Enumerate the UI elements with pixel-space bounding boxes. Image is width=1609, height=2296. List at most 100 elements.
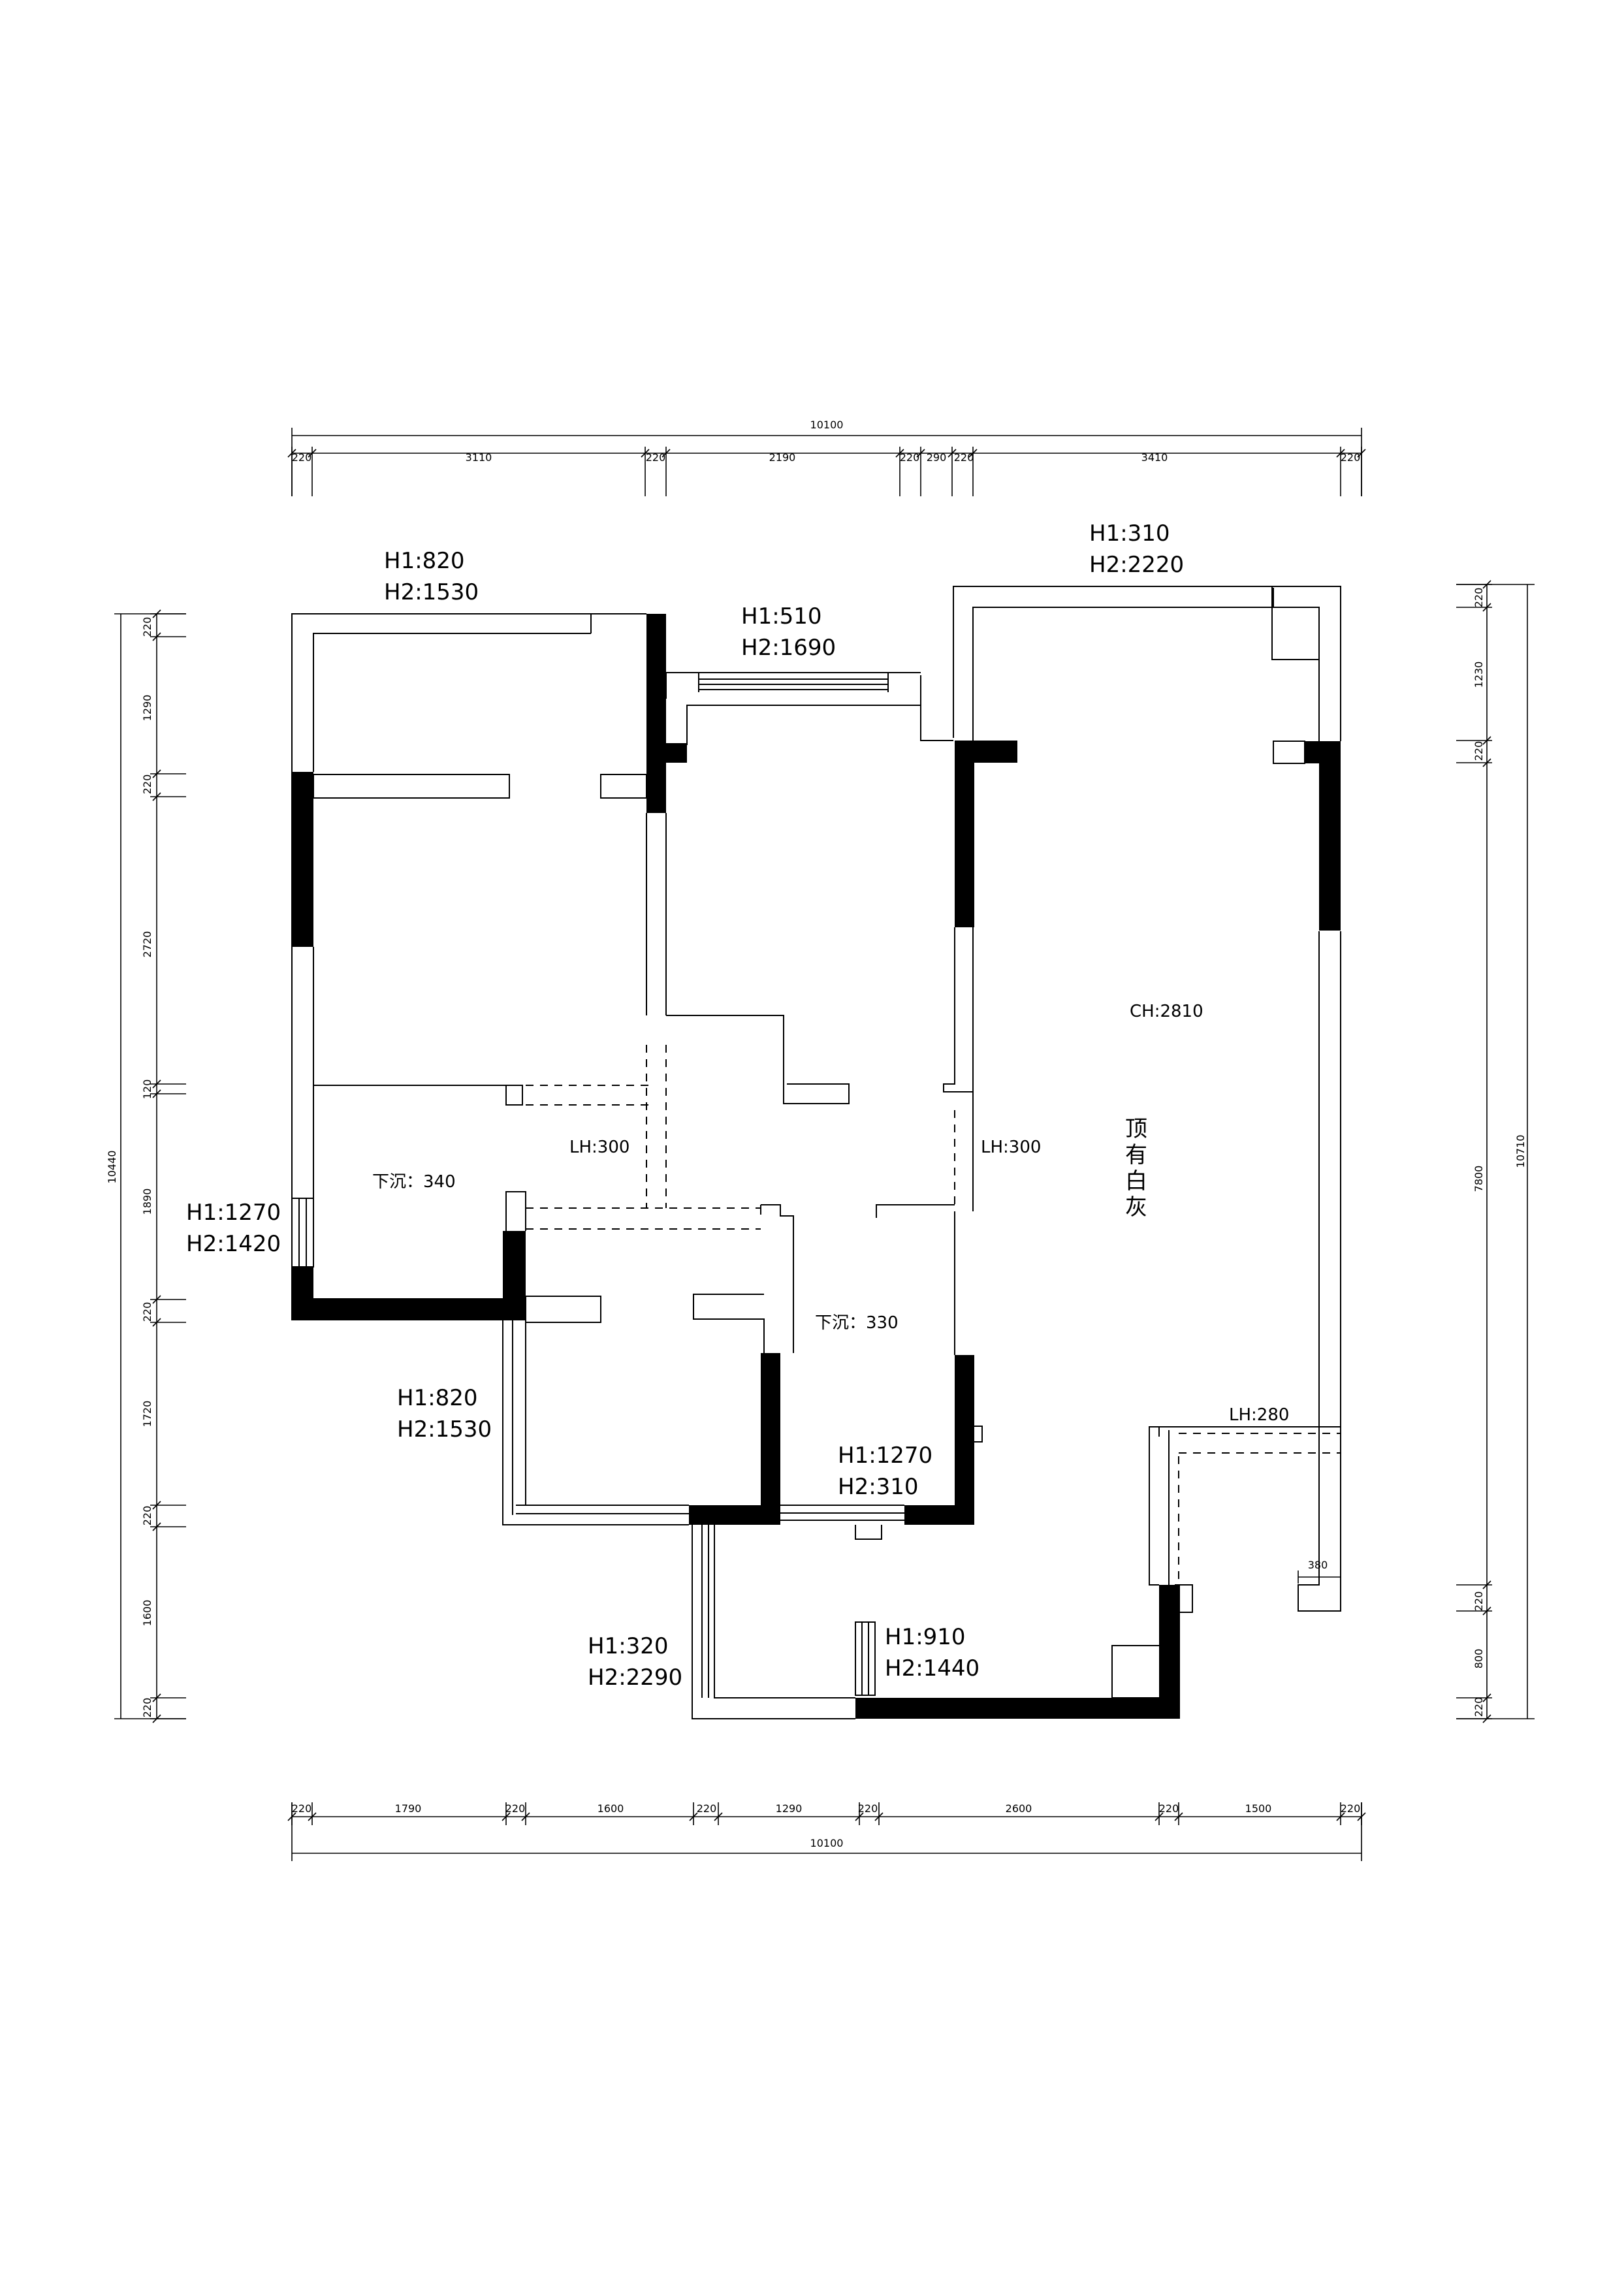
bottom-dim-10: 1500	[1245, 1802, 1272, 1815]
ceiling-note-char-1: 顶	[1125, 1116, 1147, 1142]
top-tick-mark	[1336, 449, 1345, 458]
window-label-7: H1:320 H2:2290	[588, 1633, 682, 1691]
ceiling-note-char-4: 灰	[1125, 1194, 1147, 1220]
bottom-tick-mark	[1336, 1812, 1345, 1821]
beam-height-middle: LH:300	[981, 1138, 1041, 1157]
top-dim-2: 3110	[466, 451, 492, 464]
left-dim-9: 220	[141, 1506, 153, 1526]
window-1-h1: H1:820	[384, 548, 465, 574]
window-5-h2: H2:1530	[397, 1416, 492, 1443]
ceiling-note-char-3: 白	[1125, 1168, 1147, 1194]
sunken-floor-left: 下沉：340	[372, 1172, 456, 1192]
bottom-tick-mark	[874, 1812, 884, 1821]
bottom-tick-mark	[714, 1812, 723, 1821]
left-tick-mark	[152, 1522, 161, 1531]
window-label-2: H1:510 H2:1690	[741, 603, 836, 661]
bottom-tick-mark	[308, 1812, 317, 1821]
left-tick-mark	[152, 1501, 161, 1510]
window-label-4: H1:1270 H2:1420	[186, 1200, 281, 1257]
window-7-h2: H2:2290	[588, 1665, 682, 1691]
window-4-h1: H1:1270	[186, 1200, 281, 1226]
bottom-total-dimension: 10100	[810, 1837, 844, 1849]
right-dim-6: 800	[1473, 1649, 1485, 1669]
bottom-dim-7: 220	[858, 1802, 878, 1815]
top-tick-mark	[661, 449, 671, 458]
window-3-h2: H2:2220	[1089, 552, 1184, 578]
left-tick-mark	[152, 769, 161, 778]
bottom-tick-mark	[1174, 1812, 1183, 1821]
bottom-tick-mark	[502, 1812, 511, 1821]
bottom-dim-2: 1790	[395, 1802, 422, 1815]
bottom-tick-mark	[1357, 1812, 1366, 1821]
beam-height-left: LH:300	[569, 1138, 629, 1157]
left-tick-mark	[152, 1079, 161, 1089]
window-6-h1: H1:1270	[838, 1443, 932, 1469]
bottom-tick-mark	[689, 1812, 698, 1821]
right-tick-mark	[1482, 603, 1491, 612]
bottom-dim-5: 220	[697, 1802, 717, 1815]
left-tick-mark	[152, 1295, 161, 1304]
window-2-h2: H2:1690	[741, 635, 836, 661]
bottom-dim-9: 220	[1159, 1802, 1179, 1815]
beam-lines	[526, 1045, 1341, 1585]
left-dim-6: 1890	[141, 1188, 153, 1215]
left-tick-mark	[152, 632, 161, 641]
left-tick-mark	[152, 792, 161, 801]
right-dim-4: 7800	[1473, 1166, 1485, 1192]
bottom-dim-11: 220	[1341, 1802, 1361, 1815]
right-tick-mark	[1482, 1606, 1491, 1616]
left-tick-mark	[152, 1693, 161, 1702]
window-7-h1: H1:320	[588, 1633, 669, 1659]
bottom-tick-mark	[287, 1812, 296, 1821]
window-2-h1: H1:510	[741, 603, 822, 630]
left-dim-8: 1720	[141, 1401, 153, 1427]
top-tick-mark	[287, 449, 296, 458]
left-tick-mark	[152, 1318, 161, 1327]
right-dimension-chain: 10710 220 1230 220 7800 220 800 220	[1456, 580, 1535, 1723]
window-1-h2: H2:1530	[384, 579, 479, 605]
left-dimension-chain: 10440 220 1290 220 2720 120 1890 220 172…	[106, 609, 186, 1723]
left-tick-mark	[152, 1714, 161, 1723]
top-dim-4: 2190	[769, 451, 796, 464]
top-dim-6: 290	[927, 451, 947, 464]
right-tick-mark	[1482, 758, 1491, 767]
left-dim-11: 220	[141, 1698, 153, 1718]
window-4-h2: H2:1420	[186, 1231, 281, 1257]
beam-height-right: LH:280	[1229, 1405, 1289, 1425]
top-tick-mark	[1357, 449, 1366, 458]
top-dim-8: 3410	[1141, 451, 1168, 464]
bottom-dim-1: 220	[292, 1802, 312, 1815]
right-total-dimension: 10710	[1514, 1135, 1527, 1168]
window-8-h2: H2:1440	[885, 1655, 980, 1682]
ceiling-height-label: CH:2810	[1130, 1002, 1203, 1021]
bottom-dim-8: 2600	[1006, 1802, 1032, 1815]
window-label-8: H1:910 H2:1440	[885, 1624, 980, 1682]
wall-outlines	[291, 586, 1341, 1719]
ceiling-note-char-2: 有	[1125, 1142, 1147, 1168]
left-dim-2: 1290	[141, 695, 153, 722]
left-dim-5: 120	[141, 1079, 153, 1100]
top-total-dimension: 10100	[810, 419, 844, 431]
dimension-380-marker: 380	[1298, 1559, 1341, 1584]
window-label-1: H1:820 H2:1530	[384, 548, 479, 605]
bottom-tick-mark	[855, 1812, 864, 1821]
right-dim-5: 220	[1473, 1591, 1485, 1612]
right-dim-7: 220	[1473, 1697, 1485, 1717]
top-dim-9: 220	[1341, 451, 1361, 464]
top-tick-mark	[308, 449, 317, 458]
right-tick-mark	[1482, 580, 1491, 589]
left-dim-7: 220	[141, 1302, 153, 1322]
top-tick-mark	[895, 449, 904, 458]
right-dim-2: 1230	[1473, 662, 1485, 688]
bottom-tick-mark	[521, 1812, 530, 1821]
top-dim-1: 220	[292, 451, 312, 464]
dim-380-label: 380	[1308, 1559, 1328, 1571]
top-tick-mark	[968, 449, 978, 458]
left-dim-10: 1600	[141, 1600, 153, 1627]
window-5-h1: H1:820	[397, 1385, 478, 1411]
right-dim-1: 220	[1473, 588, 1485, 608]
top-dim-3: 220	[646, 451, 666, 464]
top-dim-5: 220	[900, 451, 920, 464]
left-dim-1: 220	[141, 617, 153, 637]
